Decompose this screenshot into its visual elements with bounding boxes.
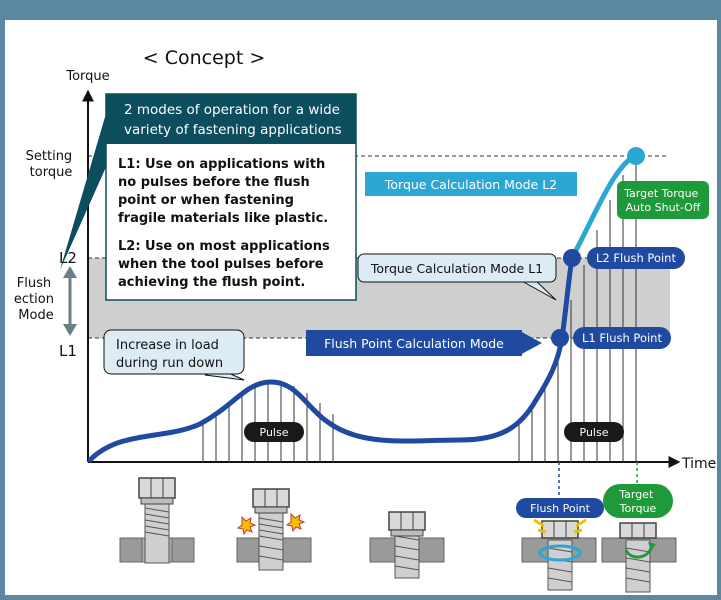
pulse-label-2: Pulse xyxy=(580,426,609,439)
flush-detection-mode-label: Flush ection Mode xyxy=(14,276,58,323)
flush-point-calc-badge xyxy=(306,330,522,356)
l2-flush-point-label: L2 Flush Point xyxy=(596,251,676,265)
info-box-header-bg xyxy=(106,94,356,144)
diagram-title: < Concept > xyxy=(143,47,266,69)
flush-point-calc-label: Flush Point Calculation Mode xyxy=(324,336,504,351)
target-shutoff-label: Target Torque Auto Shut-Off xyxy=(623,187,702,214)
target-torque-marker xyxy=(627,147,645,165)
concept-diagram: < Concept > Torque Time Setting torque L… xyxy=(14,47,716,593)
target-shutoff-badge xyxy=(617,181,709,219)
l1-label: L1 xyxy=(59,342,77,360)
pulse-badge-2 xyxy=(564,422,624,442)
torque-calc-l1-callout xyxy=(357,253,557,283)
spark-icon xyxy=(236,515,257,536)
torque-calc-l2-label: Torque Calculation Mode L2 xyxy=(384,177,557,192)
spark-icon xyxy=(285,512,306,533)
info-box-l2-text: L2: Use on most applications when the to… xyxy=(118,239,334,290)
increase-load-label: Increase in load during run down xyxy=(116,338,223,371)
setting-torque-label: Setting torque xyxy=(26,149,77,180)
pulse-badge-1 xyxy=(244,422,304,442)
l2-label: L2 xyxy=(59,249,77,267)
bolt-stage-1 xyxy=(119,477,195,564)
bolt-stage-3 xyxy=(369,511,445,579)
target-torque-bottom-badge xyxy=(603,484,673,518)
torque-curve-main xyxy=(87,255,575,463)
y-axis-label: Torque xyxy=(65,69,109,84)
bolt-stage-5 xyxy=(601,522,677,593)
bolt-stage-2 xyxy=(236,488,312,571)
diagram-panel: < Concept > Torque Time Setting torque L… xyxy=(5,20,717,595)
l1-flush-point-label: L1 Flush Point xyxy=(582,331,662,345)
x-axis-label: Time xyxy=(681,456,716,472)
rotation-icon xyxy=(538,544,582,562)
flush-range-arrow xyxy=(63,266,77,336)
info-box-header: 2 modes of operation for a wide variety … xyxy=(124,102,344,138)
l1-flush-point-badge xyxy=(573,327,671,349)
target-torque-bottom-label: Target Torque xyxy=(618,488,657,515)
pulse-label-1: Pulse xyxy=(260,426,289,439)
flush-point-bottom-label: Flush Point xyxy=(530,502,591,515)
info-box-l1-text: L1: Use on applications with no pulses b… xyxy=(118,157,330,226)
l2-flush-point-badge xyxy=(587,247,685,269)
increase-load-callout xyxy=(103,329,245,375)
l2-flush-point-marker xyxy=(563,249,581,267)
torque-calc-l1-label: Torque Calculation Mode L1 xyxy=(370,261,543,276)
rotation-icon xyxy=(624,545,654,559)
torque-calc-l2-badge xyxy=(365,172,577,196)
flush-point-calc-pointer xyxy=(518,330,542,356)
l1-flush-point-marker xyxy=(551,329,569,347)
flush-point-bottom-badge xyxy=(516,498,604,518)
bolt-stage-4 xyxy=(521,518,597,591)
